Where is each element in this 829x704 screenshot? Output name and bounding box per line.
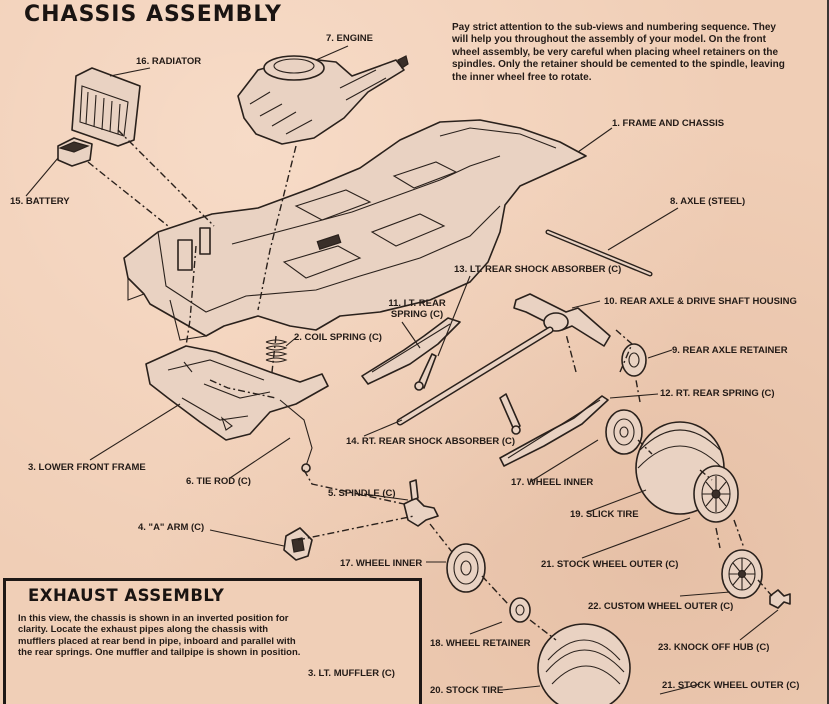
label-wheel-retainer: 18. WHEEL RETAINER — [430, 638, 531, 649]
coil-spring-part — [265, 339, 288, 363]
engine-part — [237, 55, 409, 145]
label-axle: 8. AXLE (STEEL) — [670, 196, 746, 207]
exhaust-instructions: In this view, the chassis is shown in an… — [18, 613, 301, 659]
wheel-retainer-part — [509, 597, 531, 623]
label-battery: 15. BATTERY — [10, 196, 70, 207]
label-a-arm: 4. "A" ARM (C) — [138, 522, 205, 533]
assembly-guide-lines — [87, 129, 773, 641]
label-custom-wheel-outer: 22. CUSTOM WHEEL OUTER (C) — [588, 601, 734, 612]
exhaust-assembly-panel: EXHAUST ASSEMBLY In this view, the chass… — [3, 578, 422, 704]
spindle-part — [403, 479, 439, 527]
rear-axle-retainer-part — [621, 343, 647, 377]
label-slick-tire: 19. SLICK TIRE — [570, 509, 639, 520]
radiator-part — [71, 67, 141, 147]
label-rear-wheel-inner: 17. WHEEL INNER — [511, 477, 594, 488]
label-knock-off-hub: 23. KNOCK OFF HUB (C) — [658, 642, 770, 653]
label-rt-rear-spring: 12. RT. REAR SPRING (C) — [660, 388, 775, 399]
a-arm-part — [283, 527, 313, 561]
label-lower-front-frame: 3. LOWER FRONT FRAME — [28, 462, 146, 473]
battery-part — [57, 137, 93, 167]
label-rear-axle-retainer: 9. REAR AXLE RETAINER — [672, 345, 788, 356]
axle-steel-part — [545, 229, 653, 277]
front-wheel-inner-part — [446, 543, 486, 593]
label-engine: 7. ENGINE — [326, 33, 373, 44]
rt-rear-shock-part — [499, 393, 521, 435]
label-rt-rear-shock: 14. RT. REAR SHOCK ABSORBER (C) — [346, 436, 516, 447]
label-lt-rear-shock: 13. LT. REAR SHOCK ABSORBER (C) — [454, 264, 622, 275]
page-title: CHASSIS ASSEMBLY — [24, 2, 282, 27]
label-stock-wheel-outer-rear: 21. STOCK WHEEL OUTER (C) — [541, 559, 679, 570]
rear-wheel-inner-part — [605, 409, 643, 455]
label-radiator: 16. RADIATOR — [136, 56, 202, 67]
label-spindle: 5. SPINDLE (C) — [328, 488, 396, 499]
assembly-instructions: Pay strict attention to the sub-views an… — [452, 22, 785, 83]
label-leader-lines — [25, 45, 779, 695]
label-frame-and-chassis: 1. FRAME AND CHASSIS — [612, 118, 725, 129]
label-coil-spring: 2. COIL SPRING (C) — [294, 332, 382, 343]
label-front-wheel-inner: 17. WHEEL INNER — [340, 558, 423, 569]
exhaust-title: EXHAUST ASSEMBLY — [28, 586, 225, 605]
rear-axle-housing-part — [396, 293, 611, 426]
rear-wheel-outer-part — [693, 465, 739, 523]
label-stock-tire: 20. STOCK TIRE — [430, 685, 504, 696]
tie-rod-part — [279, 399, 313, 473]
label-stock-wheel-outer-front: 21. STOCK WHEEL OUTER (C) — [662, 680, 800, 691]
label-lt-rear-spring-line1: 11. LT. REAR — [388, 298, 446, 309]
lt-rear-spring-part — [361, 317, 461, 385]
label-lt-rear-spring-line2: SPRING (C) — [390, 309, 444, 320]
label-tie-rod: 6. TIE ROD (C) — [186, 476, 251, 487]
lt-rear-shock-part — [414, 353, 437, 391]
custom-wheel-outer-part — [721, 549, 763, 599]
page-edge — [827, 0, 829, 704]
frame-and-chassis-part — [123, 119, 587, 341]
lower-front-frame-part — [145, 345, 329, 441]
label-lt-muffler: 3. LT. MUFFLER (C) — [308, 668, 395, 679]
knock-off-hub-part — [769, 589, 791, 609]
stock-tire-part — [537, 623, 631, 704]
label-rear-axle-housing: 10. REAR AXLE & DRIVE SHAFT HOUSING — [604, 296, 797, 307]
rt-rear-spring-part — [499, 395, 609, 467]
